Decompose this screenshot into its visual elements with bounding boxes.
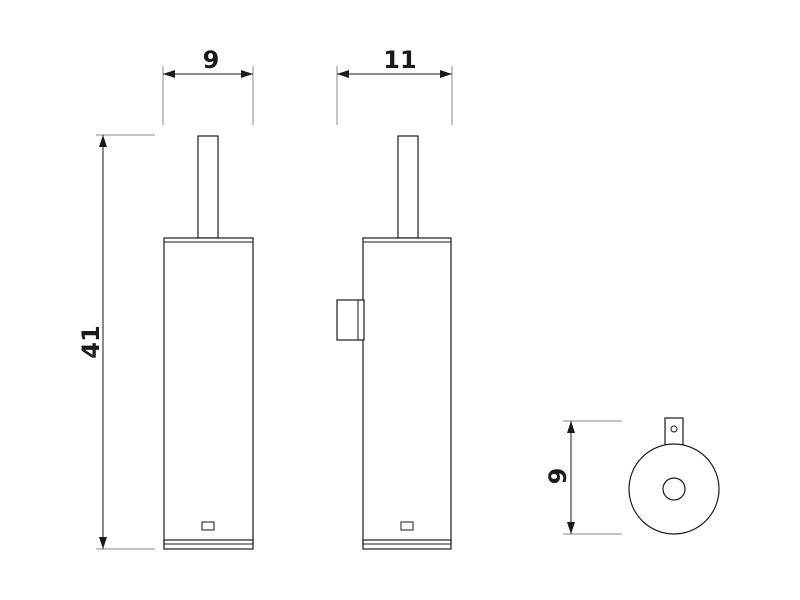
side-wall-bracket <box>336 299 365 341</box>
diameter-arrow-bottom <box>567 522 575 534</box>
front-body <box>163 237 254 545</box>
front-handle-stem <box>197 135 219 239</box>
side-width-arrow-left <box>337 70 349 78</box>
diameter-label: 9 <box>544 468 572 485</box>
side-width-arrow-right <box>440 70 452 78</box>
side-view <box>336 135 452 550</box>
top-bracket-hole <box>670 425 678 433</box>
diameter-arrow-top <box>567 421 575 433</box>
front-width-arrow-left <box>163 70 175 78</box>
side-width-label: 11 <box>383 46 416 74</box>
front-width-label: 9 <box>203 46 220 74</box>
dimension-side-width: 11 <box>336 46 453 125</box>
top-view <box>628 417 720 535</box>
side-body <box>362 237 452 545</box>
height-label: 41 <box>77 325 105 358</box>
front-view <box>163 135 254 550</box>
dimension-diameter: 9 <box>544 420 622 535</box>
side-small-window <box>400 521 414 531</box>
top-inner-circle <box>662 477 686 501</box>
side-handle-stem <box>397 135 419 239</box>
height-arrow-bottom <box>99 537 107 549</box>
front-small-window <box>201 521 215 531</box>
dimension-front-width: 9 <box>162 46 254 125</box>
height-arrow-top <box>99 135 107 147</box>
front-width-arrow-right <box>241 70 253 78</box>
dimension-total-height: 41 <box>77 134 155 550</box>
